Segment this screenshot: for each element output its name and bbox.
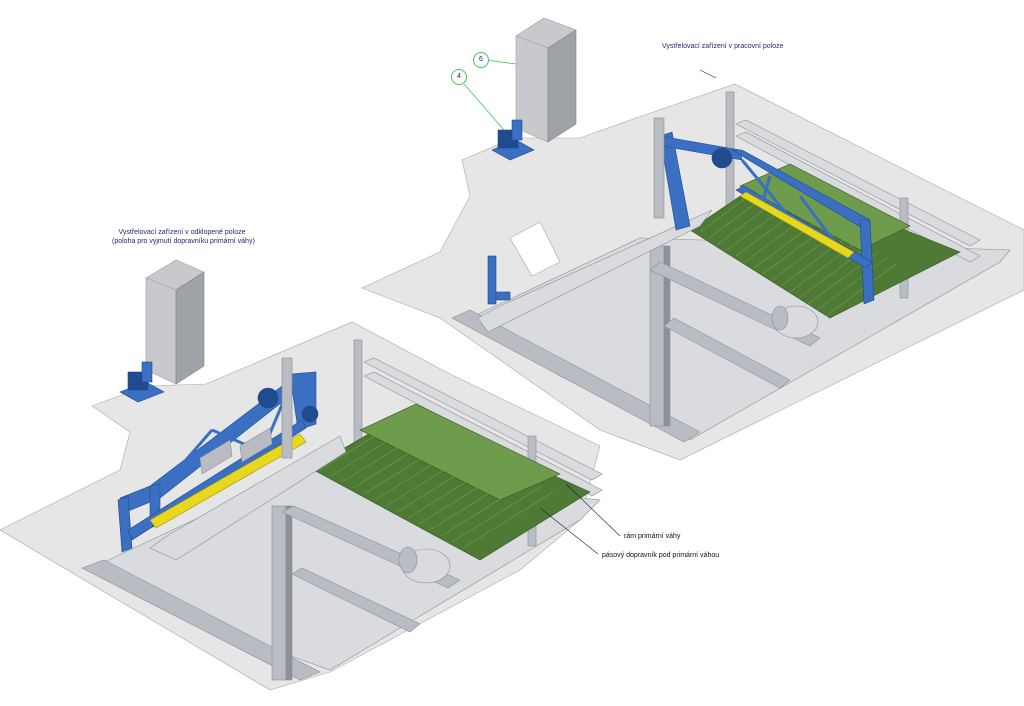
conveyor-slat xyxy=(744,209,816,263)
caption-folded-position-line1: Vystřelovací zařízení v odklopené poloze xyxy=(118,229,246,236)
launcher-frame-right xyxy=(487,117,875,305)
conveyor-slat xyxy=(825,263,897,317)
conveyor-slat xyxy=(341,425,433,483)
pusher-tube-right xyxy=(477,209,713,333)
hydraulic-unit-left xyxy=(119,361,165,403)
callout-balloon-6: 6 xyxy=(473,52,489,68)
conveyor-slat xyxy=(352,431,444,489)
callout-balloon-4: 4 xyxy=(451,69,467,85)
conveyor-slat xyxy=(374,443,466,501)
conveyor-slat xyxy=(407,461,499,519)
caption-folded-position-line2: (poloha pro vyjmutí dopravníku primární … xyxy=(112,238,255,245)
assembly-folded-position xyxy=(0,259,603,691)
leader-top xyxy=(699,69,717,79)
conveyor-slat xyxy=(816,257,888,311)
conveyor-slat xyxy=(699,179,771,233)
assembly-working-position xyxy=(361,17,1024,461)
launcher-frame-left xyxy=(117,357,319,553)
motor-left-face xyxy=(398,546,418,574)
conveyor-slat xyxy=(363,437,455,495)
conveyor-slat xyxy=(319,413,411,471)
conveyor-slat xyxy=(418,467,510,525)
conveyor-slat xyxy=(440,479,532,537)
conveyor-slat xyxy=(330,419,422,477)
cross-beam-right-2 xyxy=(663,317,791,389)
pusher-tube-left xyxy=(149,435,347,561)
conveyor-slat xyxy=(429,473,521,531)
hydraulic-unit-right xyxy=(491,119,535,161)
column-right-2 xyxy=(663,245,671,427)
conveyor-slat xyxy=(385,449,477,507)
rail-post-left-1 xyxy=(353,339,363,451)
control-cabinet-left xyxy=(145,259,205,385)
column-left-1 xyxy=(271,505,287,681)
cross-beam-left-2 xyxy=(291,567,421,633)
side-rail-left-back xyxy=(363,357,603,481)
control-cabinet-right xyxy=(515,17,577,143)
lower-beam-left xyxy=(81,559,321,681)
conveyor-slat xyxy=(753,215,825,269)
caption-working-position: Vystřelovací zařízení v pracovní poloze xyxy=(662,43,784,50)
column-left-2 xyxy=(285,505,293,681)
conveyor-slat xyxy=(396,455,488,513)
leader-4 xyxy=(463,83,505,131)
conveyor-slats-left xyxy=(319,413,554,549)
conveyor-slat xyxy=(735,203,807,257)
label-belt-conveyor: pásový dopravník pod primární váhou xyxy=(602,552,720,559)
floor-cutout xyxy=(509,221,561,277)
conveyor-slat xyxy=(762,221,834,275)
lower-beam-right xyxy=(451,309,701,443)
leader-belt xyxy=(539,507,599,555)
label-primary-scale-frame: rám primární váhy xyxy=(624,533,681,540)
conveyor-slat xyxy=(462,491,554,549)
leader-frame xyxy=(565,483,621,537)
leader-6 xyxy=(485,59,517,65)
conveyor-slat xyxy=(726,197,798,251)
conveyor-slat xyxy=(708,185,780,239)
motor-right-face xyxy=(771,305,789,331)
side-rail-right-back xyxy=(735,119,981,247)
conveyor-slat xyxy=(451,485,543,543)
